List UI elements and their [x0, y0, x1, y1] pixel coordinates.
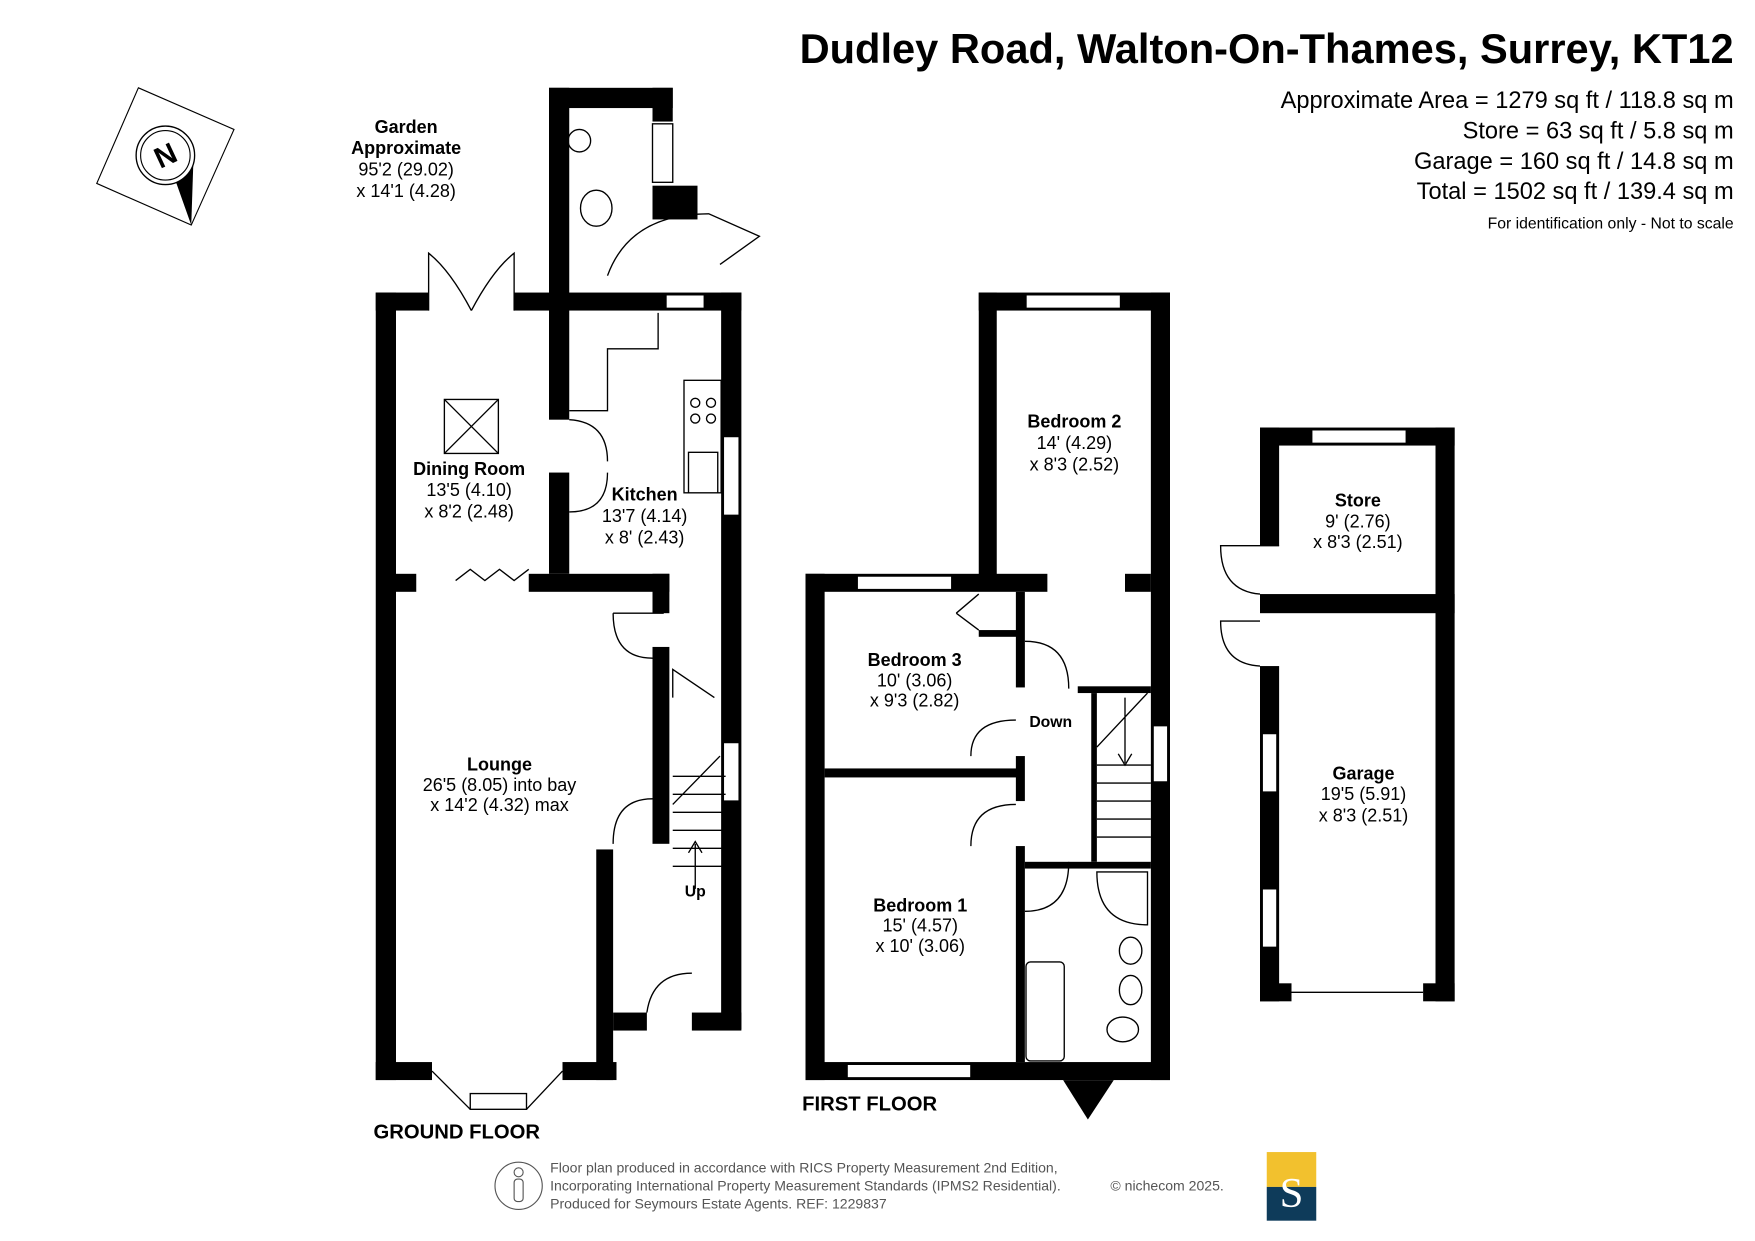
room-name-bedroom2: Bedroom 2: [1027, 412, 1121, 432]
room-dim-bedroom1-1: 15' (4.57): [883, 916, 958, 936]
french-doors: [427, 251, 563, 1110]
room-dim-dining-2: x 8'2 (2.48): [424, 502, 513, 522]
room-name-dining: Dining Room: [413, 459, 525, 479]
door-swings: [955, 593, 1070, 912]
room-name-lounge: Lounge: [467, 755, 532, 775]
garden-dim1: 95'2 (29.02): [358, 160, 454, 180]
ground-floor-walls: [375, 87, 742, 1081]
room-name-store: Store: [1335, 490, 1381, 510]
area-total: Total = 1502 sq ft / 139.4 sq m: [1417, 179, 1734, 205]
room-name-kitchen: Kitchen: [612, 485, 678, 505]
area-garage: Garage = 160 sq ft / 14.8 sq m: [1414, 149, 1734, 175]
room-dim-kitchen-2: x 8' (2.43): [605, 527, 684, 547]
window: [1261, 888, 1278, 948]
area-approx: Approximate Area = 1279 sq ft / 118.8 sq…: [1281, 88, 1734, 114]
window: [651, 123, 674, 183]
footer-line2: Incorporating International Property Mea…: [550, 1177, 1061, 1193]
footer-line1: Floor plan produced in accordance with R…: [550, 1159, 1058, 1175]
room-name-garage: Garage: [1332, 764, 1394, 784]
window: [722, 435, 740, 516]
footer-copyright: © nichecom 2025.: [1110, 1177, 1223, 1193]
room-dim-store-2: x 8'3 (2.51): [1313, 532, 1402, 552]
room-dim-lounge-1: 26'5 (8.05) into bay: [423, 775, 577, 795]
kitchen-counter: [569, 312, 659, 412]
room-dim-bedroom3-1: 10' (3.06): [877, 670, 952, 690]
shower-icon: [1096, 871, 1149, 926]
door-swings: [569, 419, 715, 1013]
room-dim-lounge-2: x 14'2 (4.32) max: [430, 795, 569, 815]
room-dim-bedroom1-2: x 10' (3.06): [876, 936, 965, 956]
garden-dim2: x 14'1 (4.28): [356, 181, 456, 201]
toilet-icon: [1106, 1016, 1140, 1043]
room-dim-bedroom2-2: x 8'3 (2.52): [1030, 454, 1119, 474]
window: [722, 741, 740, 802]
bidet-icon: [1118, 974, 1143, 1006]
door-swings: [1219, 545, 1424, 993]
window: [1152, 725, 1169, 783]
first-floor-label: FIRST FLOOR: [802, 1093, 937, 1115]
window: [1025, 294, 1122, 309]
window: [665, 294, 705, 309]
seymours-logo: S: [1266, 1152, 1317, 1221]
room-dim-kitchen-1: 13'7 (4.14): [602, 506, 688, 526]
stairs-down-label: Down: [1029, 714, 1072, 731]
room-dim-bedroom3-2: x 9'3 (2.82): [870, 691, 959, 711]
room-dim-dining-1: 13'5 (4.10): [426, 480, 512, 500]
garden-label-2: Approximate: [351, 138, 461, 158]
rics-person-icon: [494, 1161, 543, 1210]
room-name-bedroom3: Bedroom 3: [868, 650, 962, 670]
room-dim-garage-2: x 8'3 (2.51): [1319, 805, 1408, 825]
property-title: Dudley Road, Walton-On-Thames, Surrey, K…: [800, 25, 1734, 72]
bath-icon: [1025, 961, 1065, 1062]
disclaimer: For identification only - Not to scale: [1488, 215, 1734, 232]
basin-icon: [1118, 936, 1143, 965]
basin-icon: [567, 128, 592, 153]
compass-icon: N: [96, 87, 235, 226]
window: [1261, 732, 1278, 793]
room-dim-garage-1: 19'5 (5.91): [1321, 784, 1407, 804]
garden-label: Garden: [375, 117, 438, 137]
bay-window: [1063, 1080, 1114, 1120]
window: [846, 1063, 972, 1079]
room-name-bedroom1: Bedroom 1: [873, 895, 967, 915]
toilet-icon: [579, 189, 613, 227]
sink-icon: [687, 451, 719, 494]
room-dim-bedroom2-1: 14' (4.29): [1037, 433, 1112, 453]
stairs-up-label: Up: [685, 884, 706, 901]
skylight-cross: [443, 398, 499, 454]
bifold-door: [455, 568, 530, 582]
up-arrow-icon: [687, 840, 703, 889]
area-store: Store = 63 sq ft / 5.8 sq m: [1463, 118, 1734, 144]
ground-floor-label: GROUND FLOOR: [374, 1122, 541, 1144]
bay-window: [469, 1092, 528, 1110]
footer-line3: Produced for Seymours Estate Agents. REF…: [550, 1195, 887, 1211]
window: [1311, 429, 1407, 444]
window: [856, 575, 953, 591]
room-dim-store-1: 9' (2.76): [1325, 512, 1390, 532]
stairs-down: [1096, 692, 1151, 838]
logo-letter: S: [1280, 1170, 1304, 1217]
